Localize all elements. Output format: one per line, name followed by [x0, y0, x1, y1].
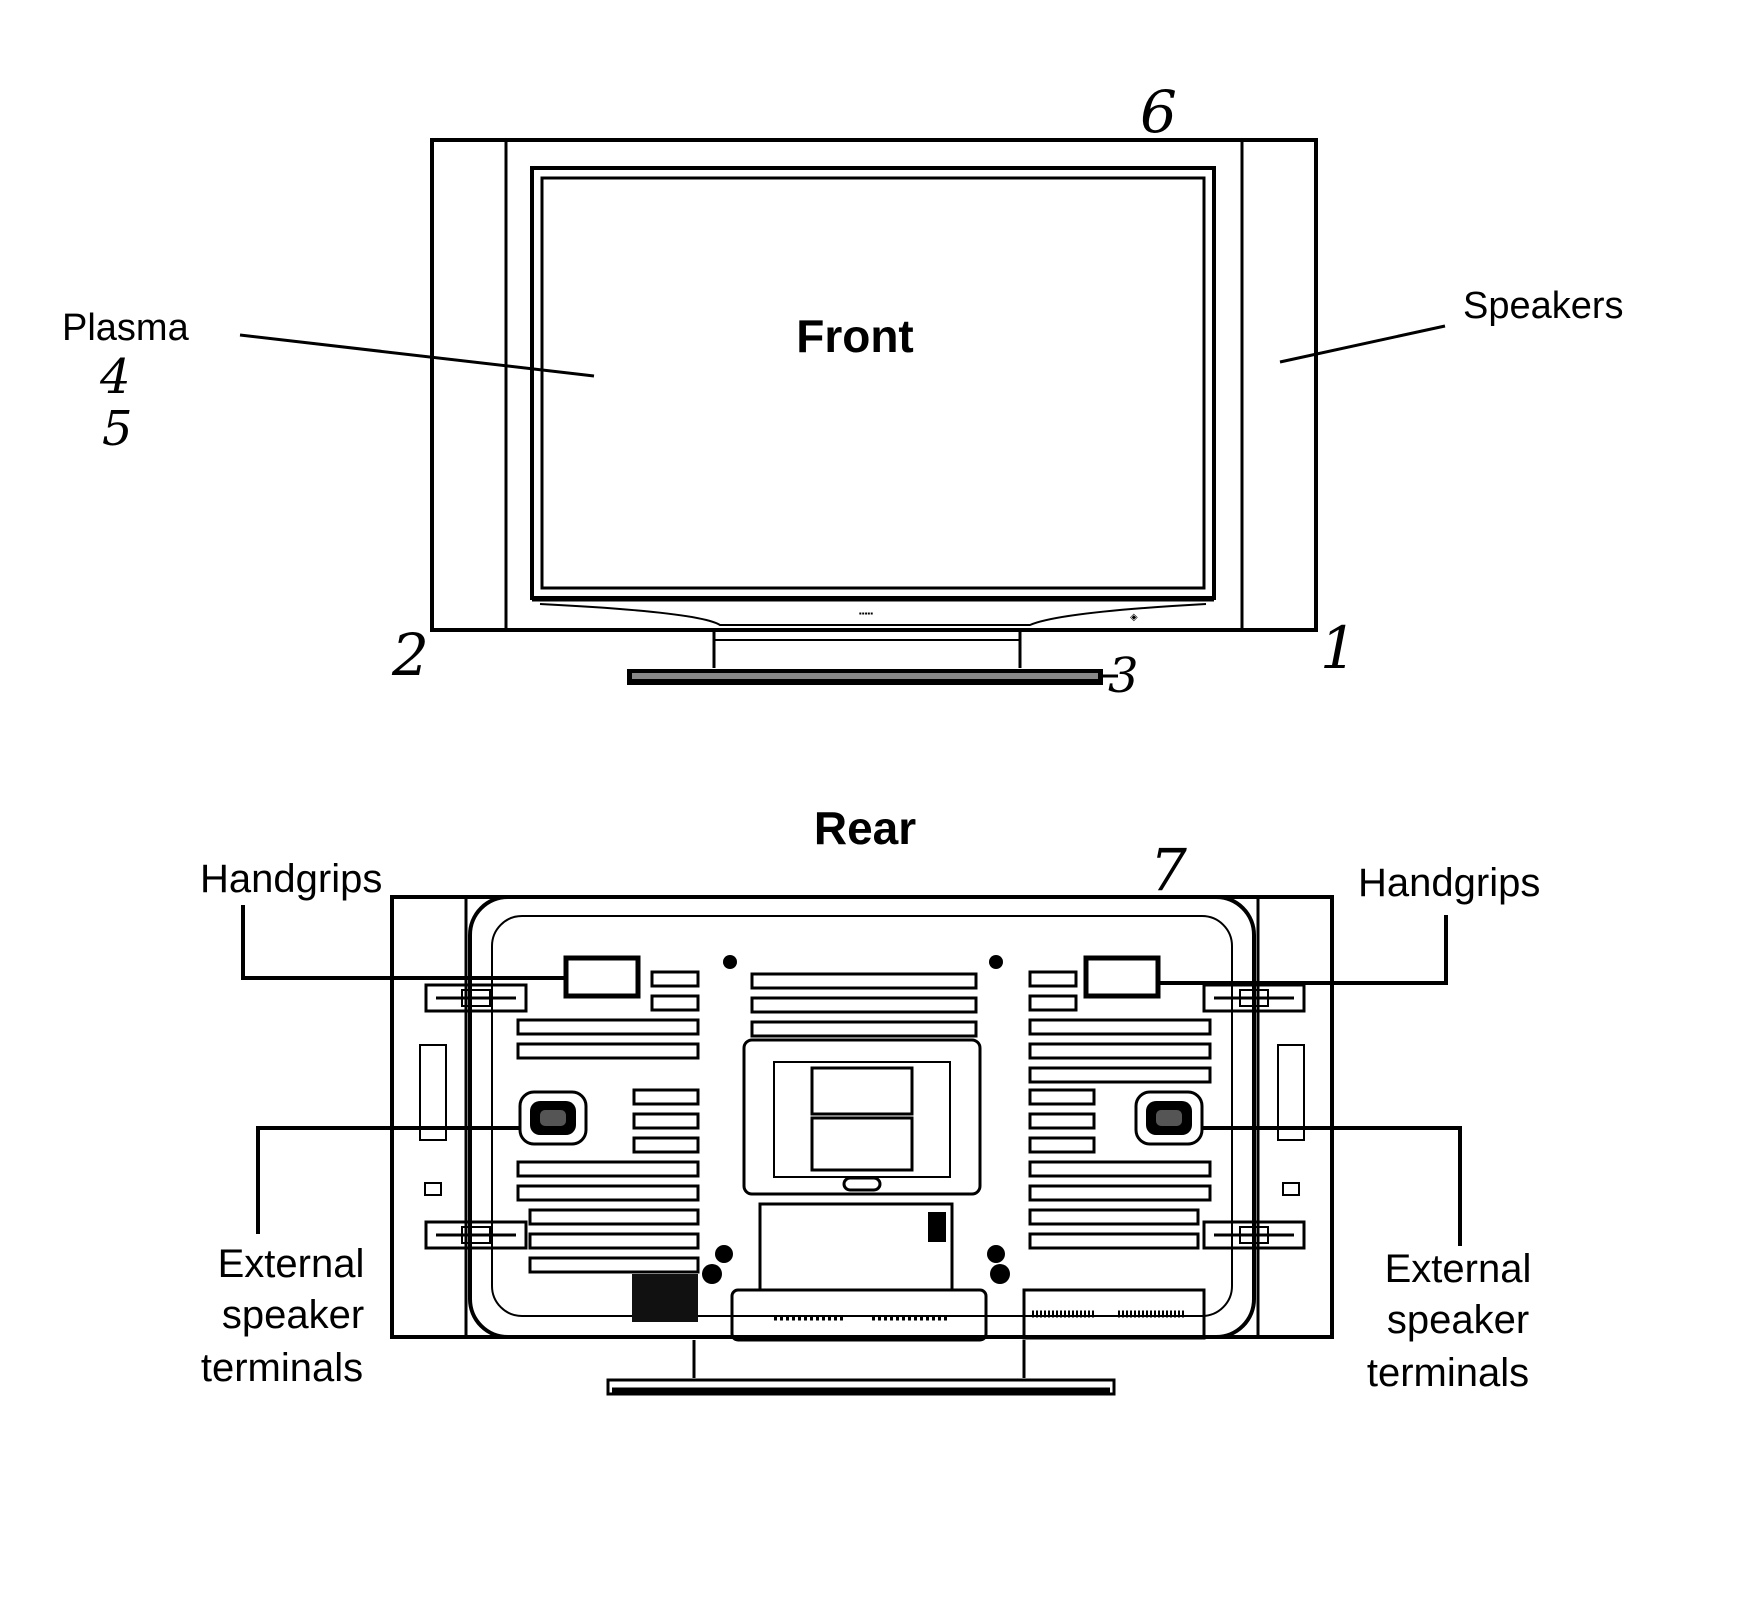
ext-terminals-leader-right: [1202, 1126, 1462, 1246]
front-bezel: [504, 138, 1244, 632]
rear-left-speaker: [390, 895, 468, 1339]
handgrips-leader-left: [241, 905, 566, 980]
ref-number-5: 5: [102, 401, 133, 457]
speakers-label: Speakers: [1463, 285, 1624, 327]
front-right-speaker: [1240, 138, 1318, 632]
front-power-led: ◈: [1130, 612, 1138, 623]
rear-bracket-top-left: [424, 983, 528, 1013]
rear-handgrip-right: [1083, 955, 1161, 999]
ext-terminals-label-right-1: External: [1385, 1247, 1532, 1291]
handgrips-leader-right: [1158, 915, 1448, 985]
rear-vents-right: [1028, 970, 1212, 1250]
rear-stand-base: [606, 1378, 1116, 1396]
rear-handgrip-left: [563, 955, 641, 999]
ref-number-7: 7: [1150, 836, 1187, 904]
ref-number-4: 4: [99, 349, 131, 405]
ref-number-6: 6: [1140, 78, 1177, 146]
rear-power-block: [632, 1274, 698, 1322]
speakers-leader-line: [1279, 324, 1446, 364]
front-brand-badge: ▪▪▪▪▪: [859, 609, 873, 618]
front-outer-frame: [430, 138, 1318, 632]
plasma-label: Plasma: [62, 307, 190, 349]
rear-connector-strip: [730, 1288, 988, 1342]
ref-number-1: 1: [1320, 614, 1357, 682]
front-view: ▪▪▪▪▪ ◈ Front Plasma Speakers 6 4 5 2 3 …: [62, 78, 1624, 704]
front-screen-frame: [530, 166, 1216, 600]
ext-terminals-label-left-1: External: [218, 1242, 365, 1286]
ext-terminals-label-left-3: terminals: [201, 1346, 363, 1390]
rear-right-speaker: [1256, 895, 1334, 1339]
handgrips-label-left: Handgrips: [200, 857, 382, 901]
ext-terminals-label-right-3: terminals: [1367, 1351, 1529, 1395]
rear-input-panel: [1022, 1288, 1206, 1340]
rear-bracket-bottom-left: [424, 1220, 528, 1250]
front-heading: Front: [796, 310, 914, 362]
rear-center-panel: [742, 1038, 982, 1196]
ext-terminals-label-right-2: speaker: [1387, 1298, 1529, 1342]
rear-bracket-bottom-right: [1202, 1220, 1306, 1250]
handgrips-label-right: Handgrips: [1358, 861, 1540, 905]
ref-number-2: 2: [391, 621, 429, 689]
rear-vents-left: [516, 970, 700, 1274]
rear-io-box: [758, 1202, 954, 1292]
front-left-speaker: [430, 138, 508, 632]
rear-heading: Rear: [814, 802, 916, 854]
rear-terminal-left: [518, 1090, 588, 1146]
front-screen: [540, 176, 1206, 590]
rear-view: Rear 7: [200, 802, 1540, 1396]
ext-terminals-label-left-2: speaker: [222, 1293, 364, 1337]
ext-terminals-leader-left: [256, 1126, 520, 1234]
rear-vents-center: [750, 972, 978, 1038]
rear-back-cover: [468, 895, 1256, 1339]
rear-terminal-right: [1134, 1090, 1204, 1146]
plasma-leader-line: [239, 333, 595, 378]
